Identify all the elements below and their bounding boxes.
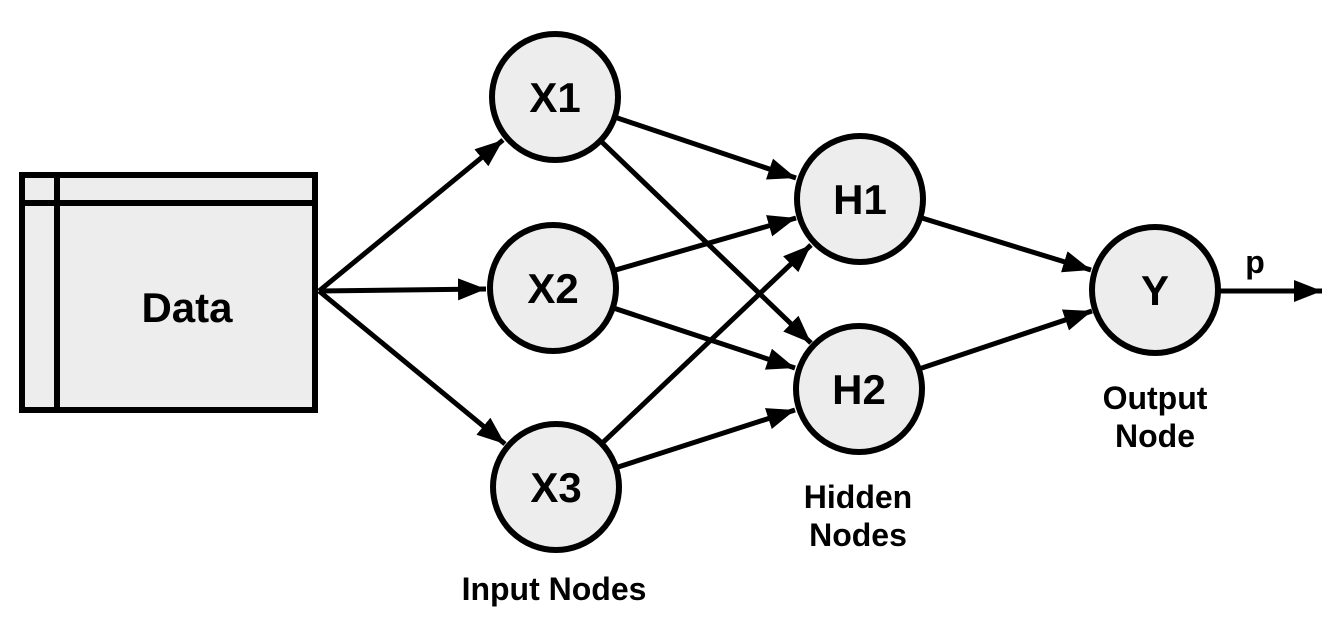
- node-x2-circle: [487, 222, 619, 354]
- edge-data-x3: [317, 289, 507, 446]
- data-box-label: Data: [141, 284, 233, 331]
- node-x3: X3: [490, 421, 622, 553]
- node-x1-circle: [489, 31, 621, 163]
- node-h1: H1: [794, 133, 926, 265]
- node-x3-circle: [490, 421, 622, 553]
- caption-input-nodes: Input Nodes: [462, 571, 647, 607]
- edge-data-x2: [318, 278, 487, 301]
- captions: Input Nodes Hidden Nodes Output Node: [462, 380, 1208, 607]
- node-x2-label: X2: [527, 265, 578, 312]
- node-x1-label: X1: [529, 74, 580, 121]
- data-box-rect: [19, 172, 318, 413]
- node-h1-circle: [794, 133, 926, 265]
- node-h2-label: H2: [832, 366, 886, 413]
- output-arrow-label: p: [1245, 244, 1265, 280]
- caption-hidden-line1: Hidden: [804, 479, 912, 515]
- node-x3-label: X3: [530, 464, 581, 511]
- node-h2: H2: [793, 323, 925, 455]
- caption-hidden-line2: Nodes: [809, 517, 907, 553]
- node-x2: X2: [487, 222, 619, 354]
- node-x1: X1: [489, 31, 621, 163]
- node-y-circle: [1089, 224, 1221, 356]
- data-box: Data: [19, 172, 318, 413]
- caption-output-line1: Output: [1103, 380, 1208, 416]
- edge-data-x1: [317, 138, 505, 293]
- node-h1-label: H1: [833, 176, 887, 223]
- caption-output-line2: Node: [1115, 418, 1195, 454]
- node-y: Y: [1089, 224, 1221, 356]
- node-h2-circle: [793, 323, 925, 455]
- node-y-label: Y: [1141, 267, 1169, 314]
